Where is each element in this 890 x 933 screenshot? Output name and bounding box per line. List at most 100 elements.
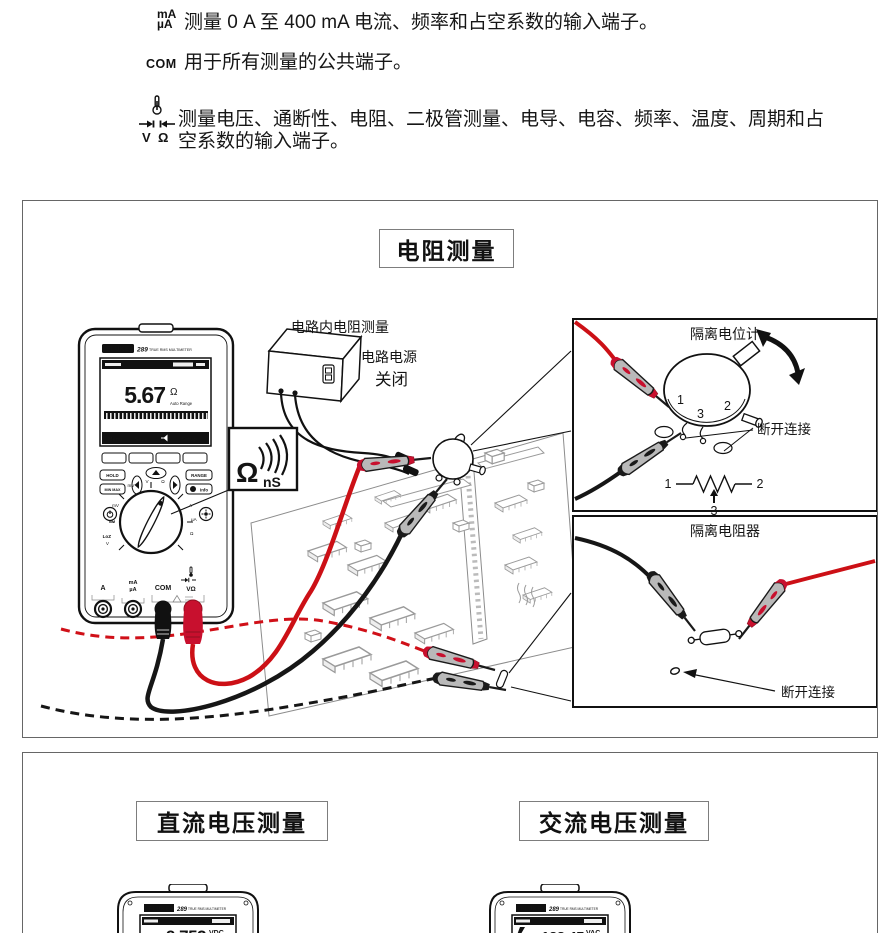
dial-label-top-ohm: Ω xyxy=(161,479,165,484)
terminal-ua-label: µA xyxy=(129,587,136,593)
meter-dial: mV V LoZ V mV V Ω A µA Ω xyxy=(103,479,198,555)
meter-buttons: HOLD MIN MAX RANGE Info xyxy=(99,467,214,522)
terminal-v-icon xyxy=(181,566,196,583)
resistor-symbol: 1 2 3 xyxy=(665,474,764,518)
disconnected-lead xyxy=(669,667,681,675)
dc-reading: 9.752 xyxy=(166,927,206,933)
v-ohm-terminal-icon: V Ω xyxy=(139,94,177,148)
minmax-button: MIN MAX xyxy=(105,488,122,492)
ac-unit: VAC xyxy=(586,930,600,933)
lcd-bargraph xyxy=(104,409,208,419)
terminal-ma-label: mA xyxy=(129,580,138,586)
terminal-a-label: A xyxy=(100,585,105,592)
dial-label-ohm2: Ω xyxy=(190,531,194,536)
callout-omega: Ω xyxy=(236,457,258,488)
figure-title-ac: 交流电压测量 xyxy=(519,801,709,841)
hazard-bolt-icon xyxy=(517,927,526,933)
dc-series-text: TRUE RMS MULTIMETER xyxy=(188,907,227,911)
terminal-v-label: VΩ xyxy=(186,586,196,593)
figure-title-text: 电阻测量 xyxy=(396,237,497,264)
sym-pin-3: 3 xyxy=(711,504,718,518)
ac-series-text: TRUE RMS MULTIMETER xyxy=(560,907,599,911)
ma-label: mA xyxy=(157,7,177,21)
softkey-setup: Setup xyxy=(181,437,197,443)
v-terminal-description: 测量电压、通断性、电阻、二极管测量、电导、电容、频率、温度、周期和占空系数的输入… xyxy=(178,109,825,152)
lcd-range: Auto Range xyxy=(170,401,193,406)
v-label: V xyxy=(142,130,151,145)
ua-label: µA xyxy=(157,17,173,31)
inset-res-title: 隔离电阻器 xyxy=(690,523,760,539)
meter-function-keys xyxy=(101,452,208,464)
sym-pin-2: 2 xyxy=(757,477,764,491)
ac-brand-text: FLUKE xyxy=(520,906,541,912)
power-off-label: 关闭 xyxy=(375,370,408,389)
red-plug xyxy=(183,599,203,644)
ac-model-text: 289 xyxy=(548,907,560,913)
circuit-power-label: 电路电源 xyxy=(361,349,417,365)
figure-title-resistance: 电阻测量 xyxy=(379,229,514,268)
callout-ns: nS xyxy=(263,474,281,490)
multimeter: FLUKE 289 TRUE RMS MULTIMETER 5.67 Ω Aut… xyxy=(77,323,235,644)
left-arrow-button xyxy=(134,481,139,489)
softkey-menu: Menu xyxy=(108,437,123,443)
hold-button: HOLD xyxy=(106,473,118,478)
test-leads xyxy=(40,462,438,721)
dial-label-v: V xyxy=(112,519,116,524)
sym-pin-1: 1 xyxy=(665,477,672,491)
ohm-label: Ω xyxy=(158,130,168,145)
lcd-reading: 5.67 xyxy=(124,382,165,408)
disconnect-label-1: 断开连接 xyxy=(757,421,811,437)
dial-label-lozv: V xyxy=(106,541,110,546)
meter-logo: FLUKE 289 TRUE RMS MULTIMETER xyxy=(102,344,192,354)
rotate-arrow-icon xyxy=(764,334,801,374)
meter-terminals: A mA µA COM VΩ xyxy=(91,566,205,644)
ac-title-text: 交流电压测量 xyxy=(539,810,689,836)
figure-title-dc: 直流电压测量 xyxy=(136,801,328,841)
dc-meter: FLUKE 289 TRUE RMS MULTIMETER 9.752 VDC xyxy=(117,884,259,933)
info-button: Info xyxy=(200,488,208,493)
dial-label-ua: µA xyxy=(191,517,198,522)
brand-text: FLUKE xyxy=(106,346,130,353)
thermometer-icon xyxy=(152,95,162,115)
com-terminal-description: 用于所有测量的公共端子。 xyxy=(184,52,413,73)
model-text: 289 xyxy=(136,347,148,354)
diode-icons xyxy=(139,120,175,128)
series-text: TRUE RMS MULTIMETER xyxy=(149,348,192,352)
board-potentiometer xyxy=(432,350,572,486)
dc-model-text: 289 xyxy=(176,907,188,913)
ma-terminal-description: 测量 0 A 至 400 mA 电流、频率和占空系数的输入端子。 xyxy=(184,12,659,33)
resistance-illustration: FLUKE 289 TRUE RMS MULTIMETER 5.67 Ω Aut… xyxy=(40,318,877,721)
inset-resistor: 隔离电阻器 断开连接 xyxy=(572,515,877,708)
dial-label-top-v: V xyxy=(145,479,149,484)
inset-potentiometer: 隔离电位计 xyxy=(572,318,877,518)
board-probes xyxy=(355,450,572,702)
in-circuit-label: 电路内电阻测量 xyxy=(291,319,389,335)
up-arrow-button xyxy=(152,470,160,475)
dial-label-top-mv: mV xyxy=(128,483,136,488)
disconnect-label-2: 断开连接 xyxy=(781,684,835,700)
ac-reading: 123.45 xyxy=(541,929,584,933)
dc-unit: VDC xyxy=(209,930,224,933)
range-button: RANGE xyxy=(191,473,207,478)
softkey-save: Save xyxy=(134,437,147,443)
com-terminal-icon: COM xyxy=(146,57,177,71)
inset-pot-title: 隔离电位计 xyxy=(690,326,760,342)
resistor-component xyxy=(687,628,743,646)
resistance-figure: 电阻测量 xyxy=(22,200,878,738)
voltage-figure: 直流电压测量 交流电压测量 FLUKE 289 TRUE RMS MULTIME… xyxy=(22,752,878,933)
dial-label-mv: mV xyxy=(112,503,120,508)
right-arrow-button xyxy=(173,481,178,489)
dc-title-text: 直流电压测量 xyxy=(157,810,307,836)
terminal-com-label: COM xyxy=(155,585,172,592)
ac-meter: FLUKE 289 TRUE RMS MULTIMETER 123.45 VAC xyxy=(489,884,631,933)
beeper-arcs-icon xyxy=(258,434,289,476)
black-plug xyxy=(154,600,172,639)
ohm-ns-callout: Ω nS xyxy=(170,426,299,515)
speaker-icon xyxy=(161,434,168,442)
pot-pin-1: 1 xyxy=(677,393,684,407)
ma-ua-terminal-icon: mA µA xyxy=(157,7,177,31)
lcd-unit: Ω xyxy=(170,387,178,398)
pot-pin-2: 2 xyxy=(724,399,731,413)
dc-brand-text: FLUKE xyxy=(148,906,169,912)
